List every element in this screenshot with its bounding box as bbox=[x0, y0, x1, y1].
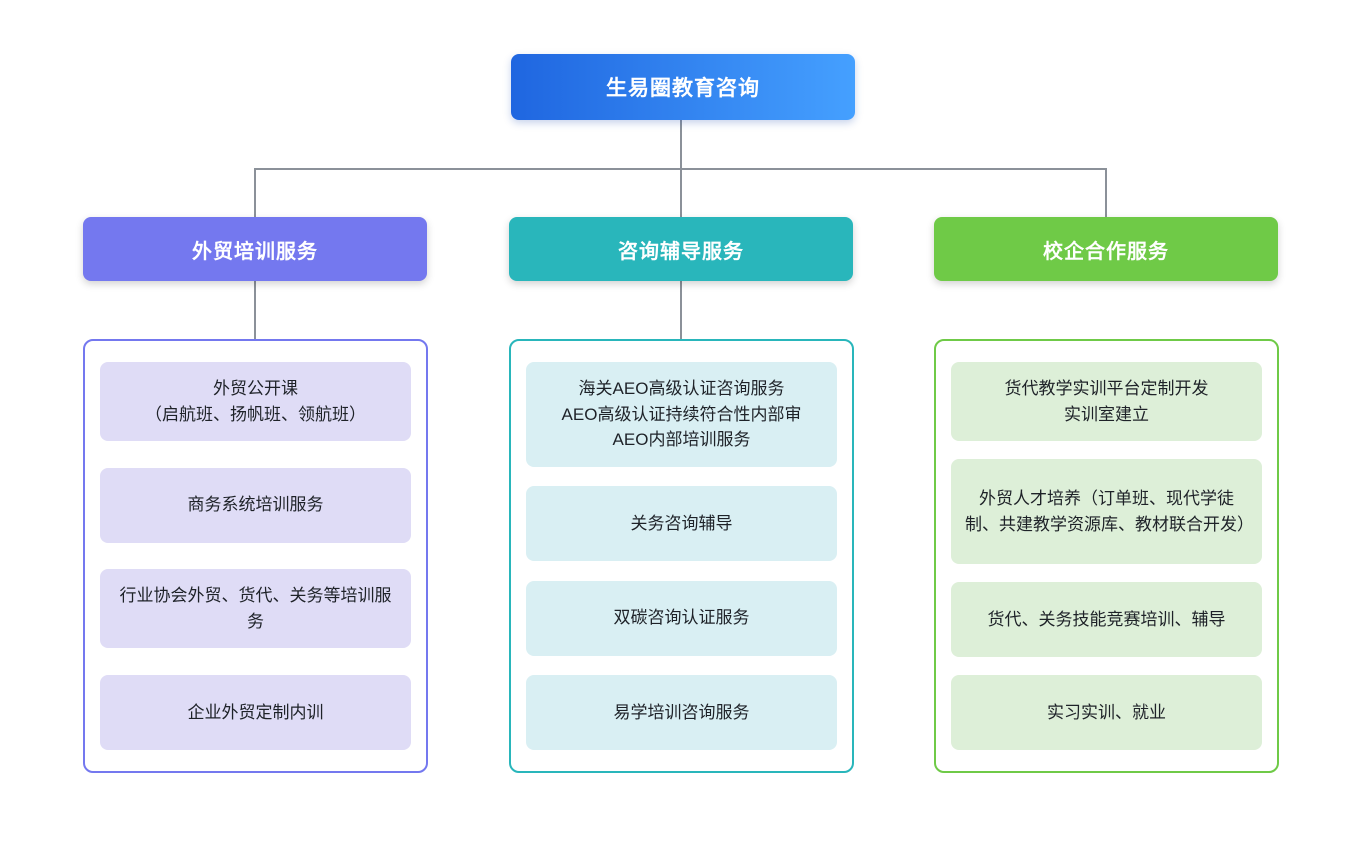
leaf-item: 货代教学实训平台定制开发 实训室建立 bbox=[951, 362, 1262, 441]
branch-box-school-enterprise-cooperation: 货代教学实训平台定制开发 实训室建立 外贸人才培养（订单班、现代学徒制、共建教学… bbox=[934, 339, 1279, 773]
connector-branch0-to-box bbox=[254, 281, 256, 339]
leaf-item: 关务咨询辅导 bbox=[526, 486, 837, 562]
branch-header-label: 外贸培训服务 bbox=[192, 240, 318, 263]
branch-box-foreign-trade-training: 外贸公开课 （启航班、扬帆班、领航班） 商务系统培训服务 行业协会外贸、货代、关… bbox=[83, 339, 428, 773]
leaf-item: 外贸公开课 （启航班、扬帆班、领航班） bbox=[100, 362, 411, 441]
leaf-item: 双碳咨询认证服务 bbox=[526, 580, 837, 656]
root-node: 生易圈教育咨询 bbox=[511, 54, 855, 120]
leaf-item: 实习实训、就业 bbox=[951, 675, 1262, 750]
leaf-item: 易学培训咨询服务 bbox=[526, 674, 837, 750]
leaf-item: 外贸人才培养（订单班、现代学徒制、共建教学资源库、教材联合开发） bbox=[951, 459, 1262, 564]
leaf-item: 海关AEO高级认证咨询服务 AEO高级认证持续符合性内部审 AEO内部培训服务 bbox=[526, 362, 837, 467]
connector-horizontal-main bbox=[254, 168, 1107, 170]
connector-branch2-drop bbox=[1105, 168, 1107, 217]
leaf-item: 商务系统培训服务 bbox=[100, 467, 411, 543]
branch-header-school-enterprise-cooperation: 校企合作服务 bbox=[934, 217, 1278, 281]
branch-header-label: 咨询辅导服务 bbox=[618, 240, 744, 263]
root-node-label: 生易圈教育咨询 bbox=[606, 77, 760, 100]
branch-header-foreign-trade-training: 外贸培训服务 bbox=[83, 217, 427, 281]
leaf-item: 货代、关务技能竞赛培训、辅导 bbox=[951, 582, 1262, 657]
branch-box-consulting-coaching: 海关AEO高级认证咨询服务 AEO高级认证持续符合性内部审 AEO内部培训服务 … bbox=[509, 339, 854, 773]
connector-branch0-drop bbox=[254, 168, 256, 217]
leaf-item: 企业外贸定制内训 bbox=[100, 674, 411, 750]
connector-branch1-to-box bbox=[680, 281, 682, 339]
branch-header-consulting-coaching: 咨询辅导服务 bbox=[509, 217, 853, 281]
leaf-item: 行业协会外贸、货代、关务等培训服务 bbox=[100, 569, 411, 649]
branch-header-label: 校企合作服务 bbox=[1043, 240, 1169, 263]
